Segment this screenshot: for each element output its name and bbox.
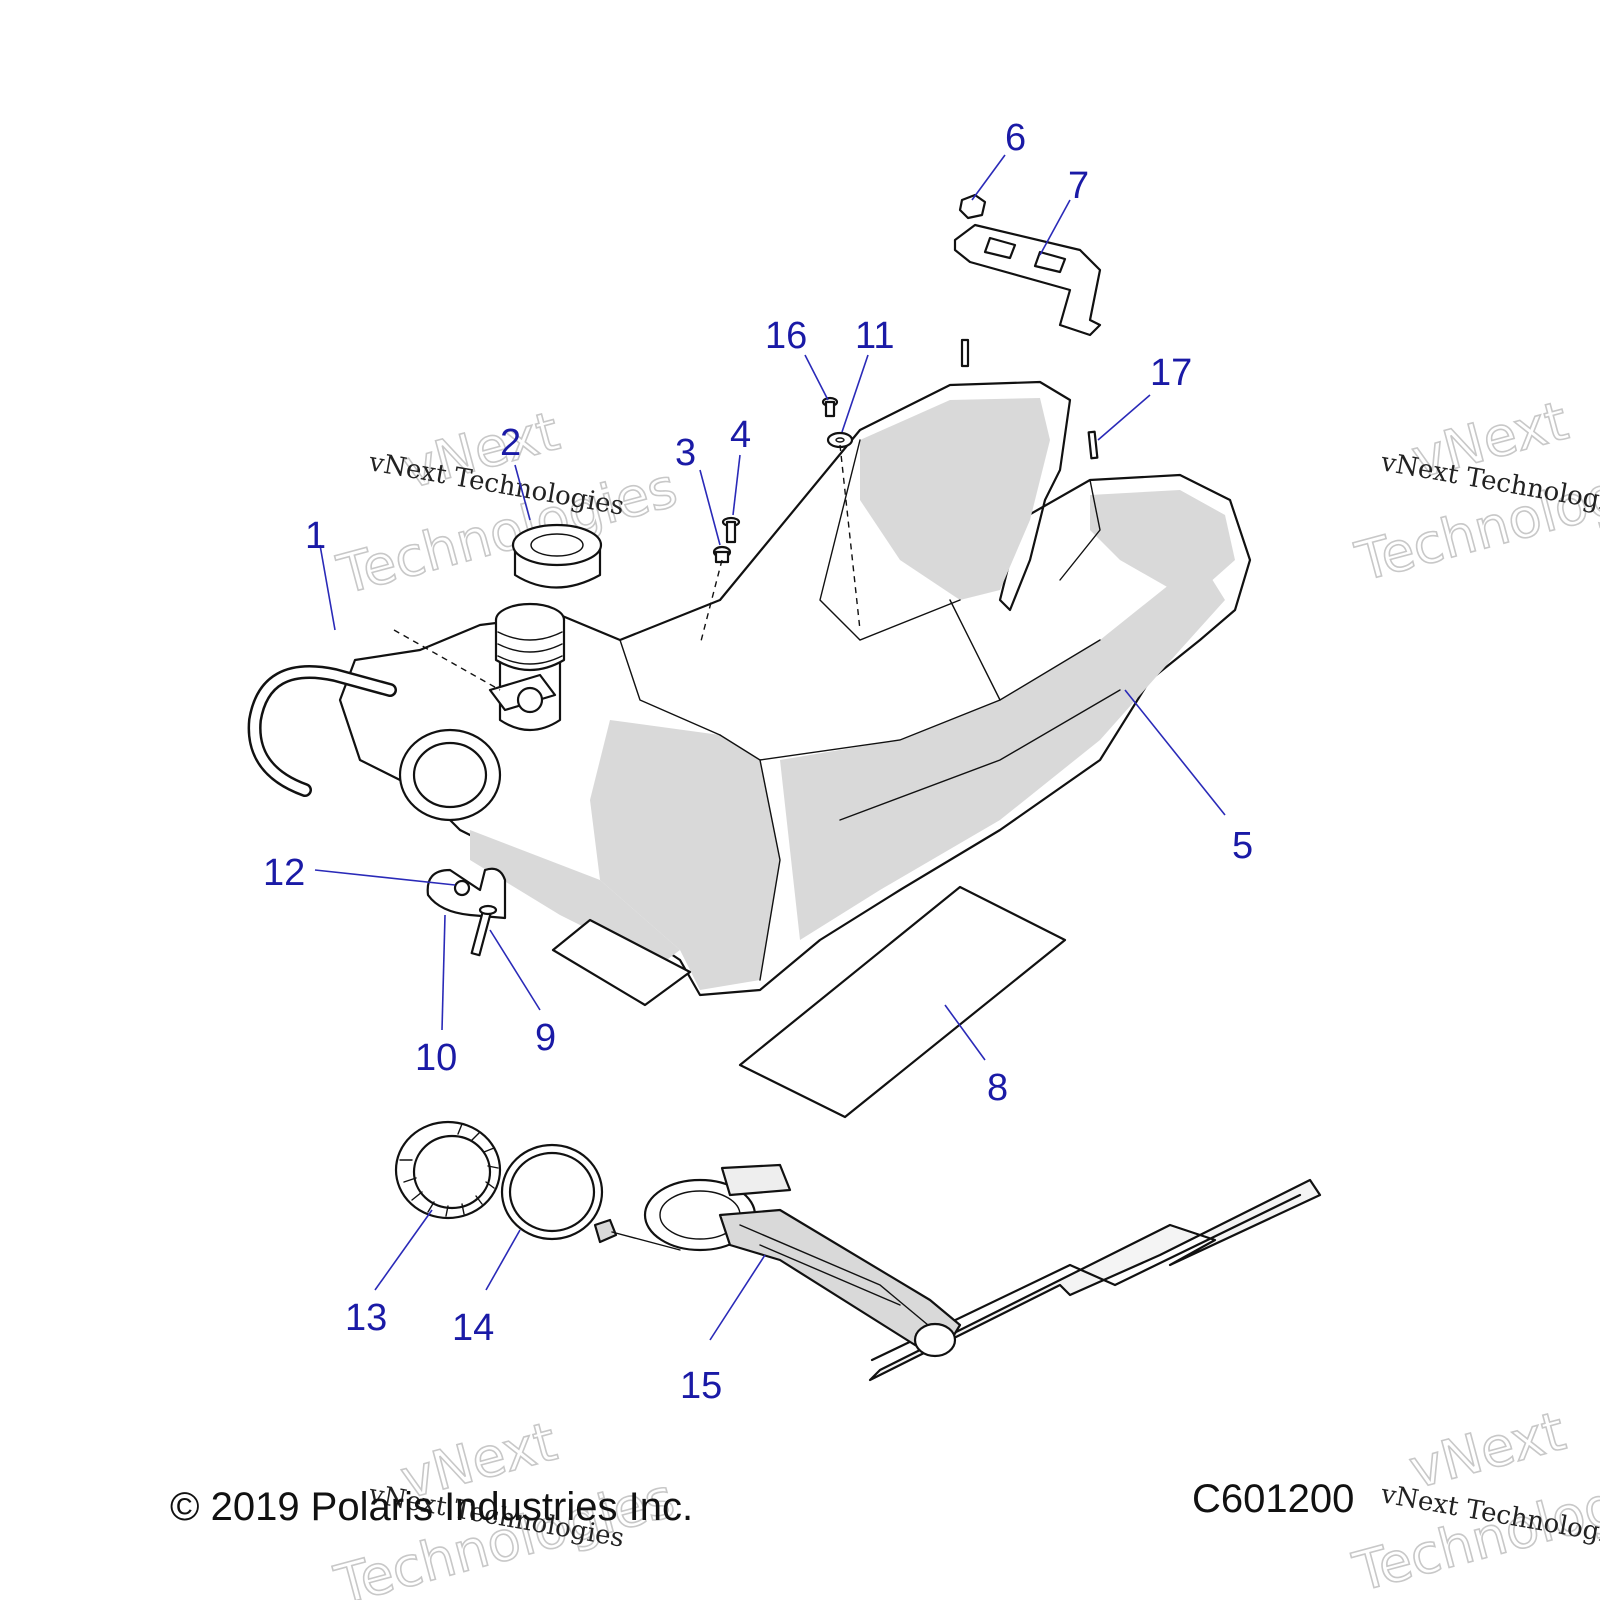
watermark-bottom-right: vNext Technologies (1346, 1399, 1600, 1600)
fuel-tank (338, 380, 1252, 997)
callout-4: 4 (730, 414, 751, 456)
callout-10: 10 (415, 1037, 457, 1079)
clamp-nut (453, 879, 471, 897)
callout-17: 17 (1150, 352, 1192, 394)
callout-14: 14 (452, 1307, 494, 1349)
callout-5: 5 (1232, 825, 1253, 867)
filler-neck (494, 602, 566, 731)
callout-11: 11 (855, 315, 894, 357)
pump-opening (398, 728, 502, 822)
copyright-text: © 2019 Polaris Industries Inc. (170, 1485, 693, 1529)
callout-8: 8 (987, 1067, 1008, 1109)
diagram-id: C601200 (1192, 1477, 1354, 1521)
grommet (712, 545, 732, 564)
callout-12: 12 (263, 852, 305, 894)
callout-labels: 1 2 3 4 5 6 7 8 9 10 11 12 13 14 15 16 1… (263, 117, 1253, 1407)
vent-hose-inner (250, 667, 395, 795)
callout-13: 13 (345, 1297, 387, 1339)
fuel-pump-assembly (593, 1163, 1322, 1382)
clamp-bolt (470, 904, 498, 957)
callout-7: 7 (1068, 165, 1089, 207)
screw (721, 516, 741, 544)
svg-text:vNext: vNext (1403, 1399, 1572, 1501)
pin (1087, 430, 1099, 460)
callout-6: 6 (1005, 117, 1026, 159)
callout-9: 9 (535, 1017, 556, 1059)
callout-2: 2 (500, 422, 521, 464)
callout-15: 15 (680, 1365, 722, 1407)
tank-pad (551, 885, 1067, 1119)
mounting-bracket (953, 223, 1102, 337)
bolt (821, 396, 839, 418)
fuel-cap (511, 523, 603, 589)
lock-ring (394, 1120, 502, 1220)
gasket (500, 1143, 604, 1241)
callout-16: 16 (765, 315, 807, 357)
callout-3: 3 (675, 432, 696, 474)
washer (826, 431, 854, 449)
pin-upper (960, 338, 970, 368)
leader-lines (314, 154, 1226, 1341)
callout-1: 1 (305, 515, 326, 557)
